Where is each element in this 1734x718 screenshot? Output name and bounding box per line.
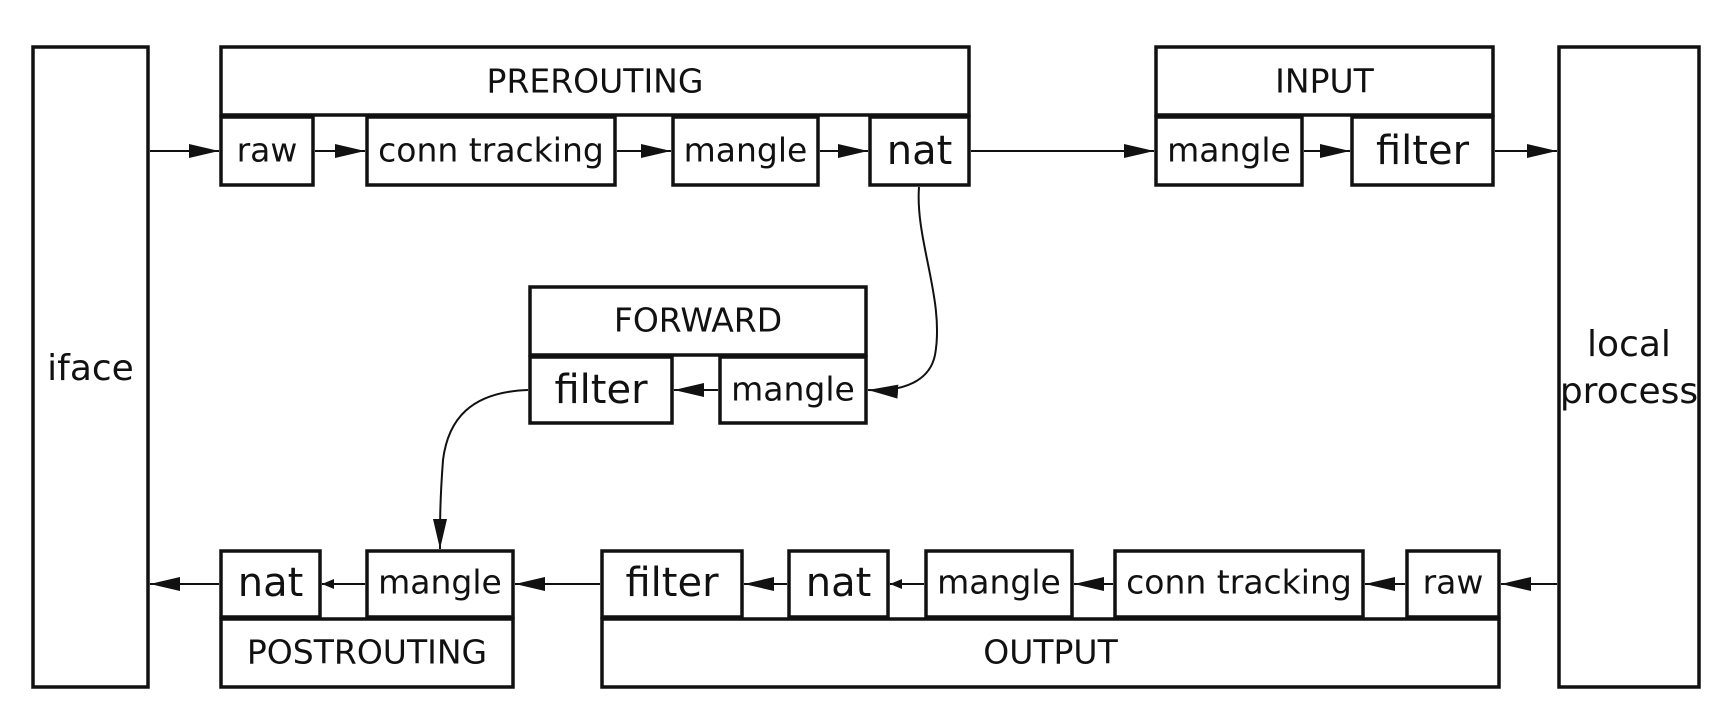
output-mangle-label: mangle (937, 563, 1061, 602)
local-process-label-line2: process (1560, 371, 1698, 412)
prerouting-nat-label: nat (887, 128, 953, 174)
input-filter-box (1350, 115, 1495, 187)
postrouting-nat-label: nat (238, 560, 304, 606)
iface-node: iface (31, 45, 150, 689)
output-filter-label: filter (625, 560, 719, 606)
output-nat-box (787, 549, 890, 619)
output-raw-box (1405, 549, 1501, 619)
output-conn-tracking-box (1113, 549, 1365, 619)
forward-mangle-box (718, 355, 868, 425)
output-mangle-box (924, 549, 1074, 619)
postrouting-nat-box (219, 549, 322, 619)
prerouting-conn-tracking-label: conn tracking (378, 131, 604, 170)
prerouting-title: PREROUTING (487, 62, 704, 101)
postrouting-mangle-label: mangle (378, 563, 502, 602)
local-process-node: local process (1557, 45, 1701, 689)
prerouting-mangle-label: mangle (684, 131, 808, 170)
postrouting-mangle-box (365, 549, 515, 619)
input-title: INPUT (1275, 62, 1374, 101)
input-mangle-box (1154, 115, 1304, 187)
local-process-label-line1: local (1587, 324, 1671, 365)
arrow-nat-to-forward-mangle (867, 186, 939, 399)
forward-filter-label: filter (554, 367, 648, 413)
output-title: OUTPUT (983, 633, 1118, 672)
input-mangle-label: mangle (1167, 131, 1291, 170)
iface-label: iface (47, 348, 134, 389)
prerouting-conn-tracking-box (365, 115, 617, 187)
prerouting-mangle-box (671, 115, 820, 187)
output-chain: filter nat mangle conn tracking raw OUTP… (600, 549, 1501, 689)
input-filter-label: filter (1376, 128, 1470, 174)
output-filter-box (600, 549, 744, 619)
forward-mangle-label: mangle (731, 370, 855, 409)
forward-chain: FORWARD filter mangle (528, 285, 868, 425)
input-chain: INPUT mangle filter (1154, 45, 1495, 187)
output-conn-tracking-label: conn tracking (1126, 563, 1352, 602)
output-raw-label: raw (1423, 563, 1484, 602)
prerouting-raw-label: raw (237, 131, 298, 170)
prerouting-nat-box (868, 115, 971, 187)
forward-filter-box (528, 355, 674, 425)
arrow-forward-filter-to-postrouting-mangle (433, 389, 529, 550)
postrouting-chain: nat mangle POSTROUTING (219, 549, 515, 689)
forward-title: FORWARD (614, 301, 782, 340)
postrouting-title: POSTROUTING (247, 633, 487, 672)
prerouting-raw-box (219, 115, 315, 187)
output-nat-label: nat (806, 560, 872, 606)
prerouting-chain: PREROUTING raw conn tracking mangle nat (219, 45, 971, 187)
